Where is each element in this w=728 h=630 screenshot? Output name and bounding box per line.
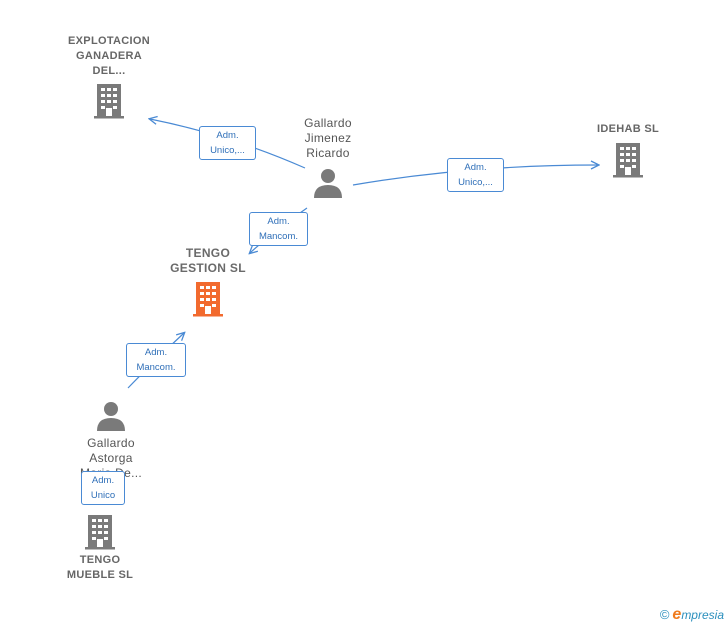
node-label: TENGO GESTION SL	[170, 246, 246, 275]
person-icon	[97, 402, 125, 431]
node-gallardo-astorga[interactable]: Gallardo Astorga Maria De...	[66, 400, 156, 481]
node-gallardo-jimenez[interactable]: Gallardo Jimenez Ricardo	[283, 116, 373, 199]
node-tengo-mueble[interactable]: TENGO MUEBLE SL	[54, 514, 146, 583]
node-label: TENGO MUEBLE SL	[66, 554, 134, 581]
edge-label-astorga-mueble[interactable]: Adm.Unico	[81, 471, 125, 505]
building-icon	[193, 282, 223, 317]
node-label: IDEHAB SL	[597, 123, 659, 135]
building-icon	[94, 84, 124, 119]
edge-label-tengo-gestion[interactable]: Adm.Mancom.	[249, 212, 308, 246]
node-idehab[interactable]: IDEHAB SL	[586, 122, 670, 178]
edge-label-idehab[interactable]: Adm.Unico,...	[447, 158, 504, 192]
building-icon	[613, 143, 643, 178]
edge-label-astorga-gestion[interactable]: Adm.Mancom.	[126, 343, 186, 377]
brand-logo: ©empresia	[659, 606, 724, 623]
node-tengo-gestion[interactable]: TENGO GESTION SL	[158, 246, 258, 317]
node-label: EXPLOTACION GANADERA DEL...	[68, 35, 150, 77]
building-icon	[85, 515, 115, 550]
copyright-icon: ©	[659, 607, 670, 622]
node-label: Gallardo Jimenez Ricardo	[304, 116, 352, 160]
node-explotacion[interactable]: EXPLOTACION GANADERA DEL...	[54, 34, 164, 119]
edge-label-explotacion[interactable]: Adm.Unico,...	[199, 126, 256, 160]
person-icon	[314, 169, 342, 198]
